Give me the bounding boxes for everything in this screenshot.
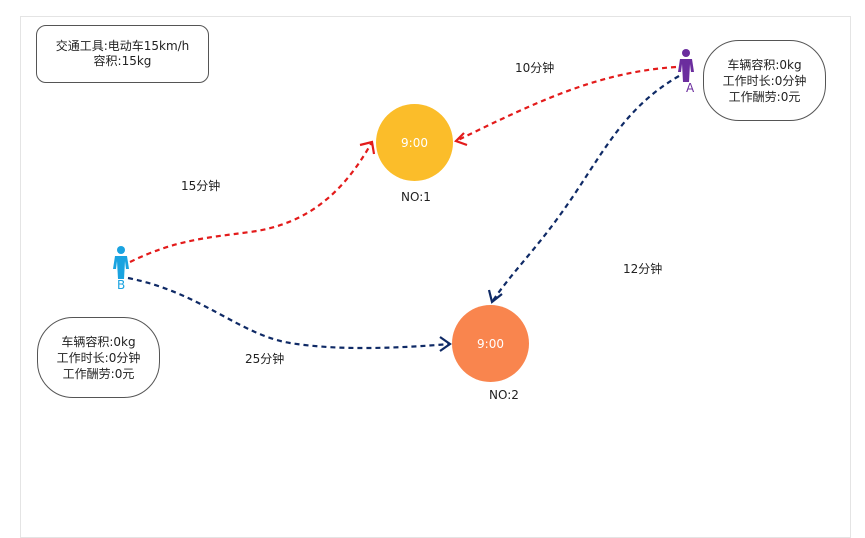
worker-a-letter: A	[686, 81, 695, 95]
worker-b-letter: B	[117, 278, 126, 292]
transport-vehicle-text: 交通工具:电动车15km/h	[55, 39, 190, 53]
route-a-no1-duration: 10分钟	[515, 61, 555, 75]
route-b-to-no1[interactable]	[129, 141, 373, 263]
order-no2-label: NO:2	[489, 388, 519, 402]
worker-b-person-icon[interactable]	[113, 246, 129, 279]
worker-b-hours: 工作时长:0分钟	[56, 350, 141, 365]
order-node-no2[interactable]: 9:00	[452, 305, 529, 382]
order-no1-label: NO:1	[401, 190, 431, 204]
transport-capacity-text: 容积:15kg	[93, 54, 152, 68]
order-no1-time: 9:00	[401, 135, 428, 150]
order-node-no1[interactable]: 9:00	[376, 104, 453, 181]
worker-b-pay: 工作酬劳:0元	[62, 366, 135, 381]
transport-info-box: 交通工具:电动车15km/h 容积:15kg	[36, 25, 209, 83]
route-a-to-no2-arrowhead	[487, 289, 503, 304]
route-b-to-no1-arrowhead	[359, 140, 376, 155]
order-no2-time: 9:00	[477, 336, 504, 351]
worker-a-pay: 工作酬劳:0元	[728, 89, 801, 104]
route-a-no2-duration: 12分钟	[623, 262, 663, 276]
worker-a-hours: 工作时长:0分钟	[722, 73, 807, 88]
route-a-to-no1[interactable]	[455, 65, 677, 142]
worker-a-person-icon[interactable]	[678, 49, 694, 82]
route-b-to-no2[interactable]	[127, 276, 451, 350]
route-b-to-no2-arrowhead	[439, 336, 452, 352]
route-layer	[113, 49, 694, 352]
route-b-no2-duration: 25分钟	[245, 352, 285, 366]
worker-b-capacity: 车辆容积:0kg	[61, 334, 136, 349]
route-b-no1-duration: 15分钟	[181, 179, 221, 193]
worker-b-info-box: 车辆容积:0kg 工作时长:0分钟 工作酬劳:0元	[37, 317, 160, 398]
worker-a-info-box: 车辆容积:0kg 工作时长:0分钟 工作酬劳:0元	[703, 40, 826, 121]
route-a-to-no1-arrowhead	[454, 132, 468, 147]
worker-a-capacity: 车辆容积:0kg	[727, 57, 802, 72]
